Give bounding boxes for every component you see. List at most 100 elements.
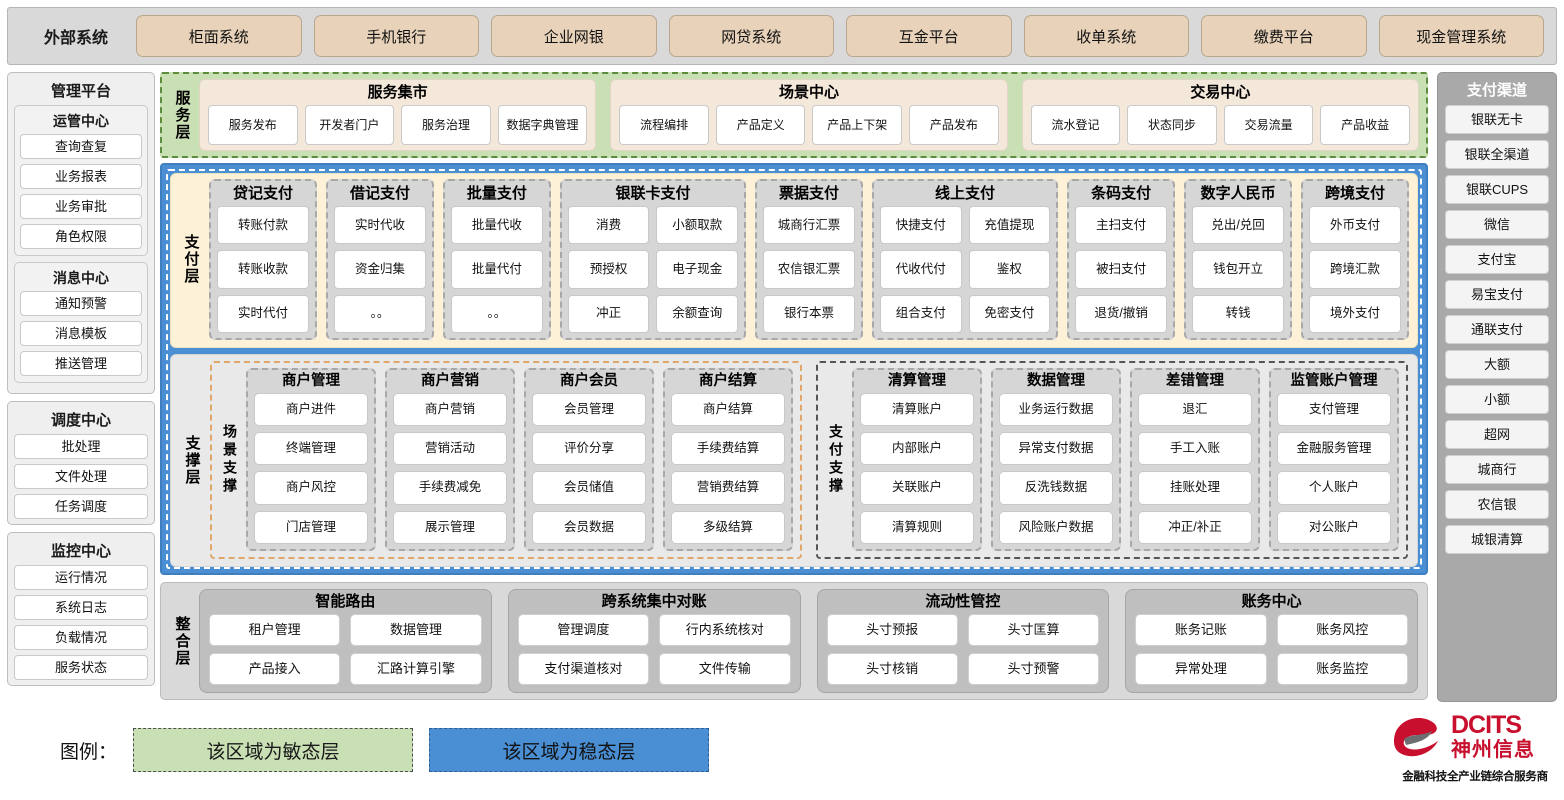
payment-channel-item[interactable]: 大额 (1445, 350, 1549, 379)
support-item[interactable]: 支付管理 (1277, 393, 1391, 426)
payment-item[interactable]: 电子现金 (656, 250, 738, 288)
payment-item[interactable]: 组合支付 (880, 295, 962, 333)
integration-item[interactable]: 账务风控 (1277, 614, 1408, 646)
service-item[interactable]: 服务治理 (401, 105, 491, 145)
integration-item[interactable]: 文件传输 (659, 653, 790, 685)
integration-item[interactable]: 头寸匡算 (968, 614, 1099, 646)
sidebar-item[interactable]: 任务调度 (14, 494, 148, 519)
integration-item[interactable]: 支付渠道核对 (518, 653, 649, 685)
payment-item[interactable]: 。。 (334, 295, 426, 333)
payment-channel-item[interactable]: 微信 (1445, 210, 1549, 239)
integration-item[interactable]: 头寸预警 (968, 653, 1099, 685)
payment-item[interactable]: 跨境汇款 (1309, 250, 1401, 288)
payment-item[interactable]: 农信银汇票 (763, 250, 855, 288)
payment-item[interactable]: 城商行汇票 (763, 206, 855, 244)
payment-item[interactable]: 消费 (568, 206, 650, 244)
integration-item[interactable]: 账务记账 (1135, 614, 1266, 646)
sidebar-item[interactable]: 推送管理 (20, 351, 142, 376)
support-item[interactable]: 异常支付数据 (999, 432, 1113, 465)
integration-item[interactable]: 数据管理 (350, 614, 481, 646)
support-item[interactable]: 商户营销 (393, 393, 507, 426)
support-item[interactable]: 冲正/补正 (1138, 511, 1252, 544)
payment-item[interactable]: 代收代付 (880, 250, 962, 288)
sidebar-item[interactable]: 消息模板 (20, 321, 142, 346)
service-item[interactable]: 产品收益 (1320, 105, 1410, 145)
support-item[interactable]: 会员储值 (532, 471, 646, 504)
service-item[interactable]: 交易流量 (1224, 105, 1314, 145)
support-item[interactable]: 风险账户数据 (999, 511, 1113, 544)
payment-item[interactable]: 外币支付 (1309, 206, 1401, 244)
service-item[interactable]: 流水登记 (1031, 105, 1121, 145)
support-item[interactable]: 多级结算 (671, 511, 785, 544)
payment-channel-item[interactable]: 城商行 (1445, 455, 1549, 484)
payment-item[interactable]: 批量代付 (451, 250, 543, 288)
payment-item[interactable]: 预授权 (568, 250, 650, 288)
support-item[interactable]: 会员数据 (532, 511, 646, 544)
payment-item[interactable]: 免密支付 (969, 295, 1051, 333)
payment-item[interactable]: 鉴权 (969, 250, 1051, 288)
support-item[interactable]: 个人账户 (1277, 471, 1391, 504)
payment-channel-item[interactable]: 易宝支付 (1445, 280, 1549, 309)
payment-item[interactable]: 充值提现 (969, 206, 1051, 244)
service-item[interactable]: 数据字典管理 (498, 105, 588, 145)
external-system-item[interactable]: 企业网银 (491, 15, 657, 57)
support-item[interactable]: 挂账处理 (1138, 471, 1252, 504)
support-item[interactable]: 退汇 (1138, 393, 1252, 426)
support-item[interactable]: 内部账户 (860, 432, 974, 465)
integration-item[interactable]: 汇路计算引擎 (350, 653, 481, 685)
support-item[interactable]: 营销费结算 (671, 471, 785, 504)
payment-item[interactable]: 资金归集 (334, 250, 426, 288)
support-item[interactable]: 评价分享 (532, 432, 646, 465)
external-system-item[interactable]: 缴费平台 (1201, 15, 1367, 57)
payment-item[interactable]: 被扫支付 (1075, 250, 1167, 288)
sidebar-item[interactable]: 通知预警 (20, 291, 142, 316)
payment-item[interactable]: 冲正 (568, 295, 650, 333)
payment-item[interactable]: 退货/撤销 (1075, 295, 1167, 333)
sidebar-item[interactable]: 负载情况 (14, 625, 148, 650)
service-item[interactable]: 状态同步 (1127, 105, 1217, 145)
payment-channel-item[interactable]: 通联支付 (1445, 315, 1549, 344)
service-item[interactable]: 服务发布 (208, 105, 298, 145)
support-item[interactable]: 商户结算 (671, 393, 785, 426)
integration-item[interactable]: 头寸核销 (827, 653, 958, 685)
payment-channel-item[interactable]: 银联无卡 (1445, 105, 1549, 134)
support-item[interactable]: 手续费结算 (671, 432, 785, 465)
support-item[interactable]: 手续费减免 (393, 471, 507, 504)
payment-channel-item[interactable]: 支付宝 (1445, 245, 1549, 274)
support-item[interactable]: 营销活动 (393, 432, 507, 465)
payment-item[interactable]: 转钱 (1192, 295, 1284, 333)
payment-channel-item[interactable]: 超网 (1445, 420, 1549, 449)
support-item[interactable]: 反洗钱数据 (999, 471, 1113, 504)
payment-channel-item[interactable]: 城银清算 (1445, 525, 1549, 554)
payment-channel-item[interactable]: 小额 (1445, 385, 1549, 414)
sidebar-item[interactable]: 查询查复 (20, 134, 142, 159)
payment-item[interactable]: 兑出/兑回 (1192, 206, 1284, 244)
payment-item[interactable]: 实时代付 (217, 295, 309, 333)
support-item[interactable]: 商户进件 (254, 393, 368, 426)
payment-item[interactable]: 转账收款 (217, 250, 309, 288)
support-item[interactable]: 金融服务管理 (1277, 432, 1391, 465)
support-item[interactable]: 展示管理 (393, 511, 507, 544)
payment-item[interactable]: 。。 (451, 295, 543, 333)
integration-item[interactable]: 产品接入 (209, 653, 340, 685)
payment-channel-item[interactable]: 银联全渠道 (1445, 140, 1549, 169)
payment-item[interactable]: 快捷支付 (880, 206, 962, 244)
payment-item[interactable]: 余额查询 (656, 295, 738, 333)
support-item[interactable]: 终端管理 (254, 432, 368, 465)
service-item[interactable]: 产品上下架 (812, 105, 902, 145)
external-system-item[interactable]: 柜面系统 (136, 15, 302, 57)
service-item[interactable]: 流程编排 (619, 105, 709, 145)
support-item[interactable]: 业务运行数据 (999, 393, 1113, 426)
sidebar-item[interactable]: 系统日志 (14, 595, 148, 620)
payment-item[interactable]: 批量代收 (451, 206, 543, 244)
external-system-item[interactable]: 网贷系统 (669, 15, 835, 57)
sidebar-item[interactable]: 角色权限 (20, 224, 142, 249)
support-item[interactable]: 对公账户 (1277, 511, 1391, 544)
sidebar-item[interactable]: 业务审批 (20, 194, 142, 219)
support-item[interactable]: 会员管理 (532, 393, 646, 426)
sidebar-item[interactable]: 文件处理 (14, 464, 148, 489)
sidebar-item[interactable]: 业务报表 (20, 164, 142, 189)
sidebar-item[interactable]: 服务状态 (14, 655, 148, 680)
support-item[interactable]: 关联账户 (860, 471, 974, 504)
integration-item[interactable]: 异常处理 (1135, 653, 1266, 685)
